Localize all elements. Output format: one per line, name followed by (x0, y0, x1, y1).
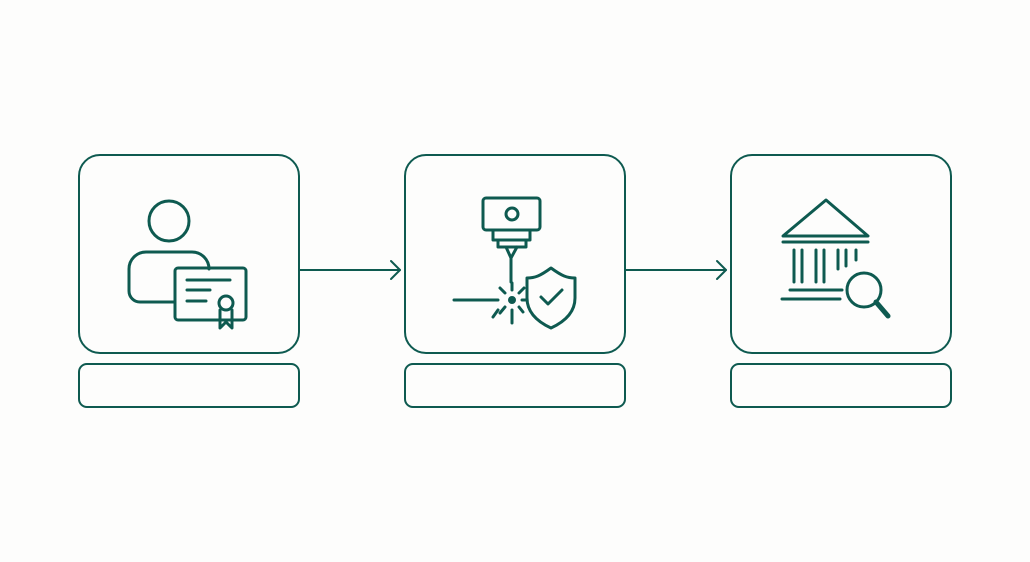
person-certificate-icon (127, 199, 248, 330)
arrow-1-to-2 (300, 260, 401, 280)
step-2-card (404, 154, 626, 354)
step-1-label (78, 363, 300, 408)
step-1-card (78, 154, 300, 354)
arrow-2-to-3 (626, 260, 727, 280)
step-3-card (730, 154, 952, 354)
bank-search-icon (780, 198, 891, 319)
step-2-label (404, 363, 626, 408)
step-3-label (730, 363, 952, 408)
laser-shield-icon (452, 196, 577, 330)
